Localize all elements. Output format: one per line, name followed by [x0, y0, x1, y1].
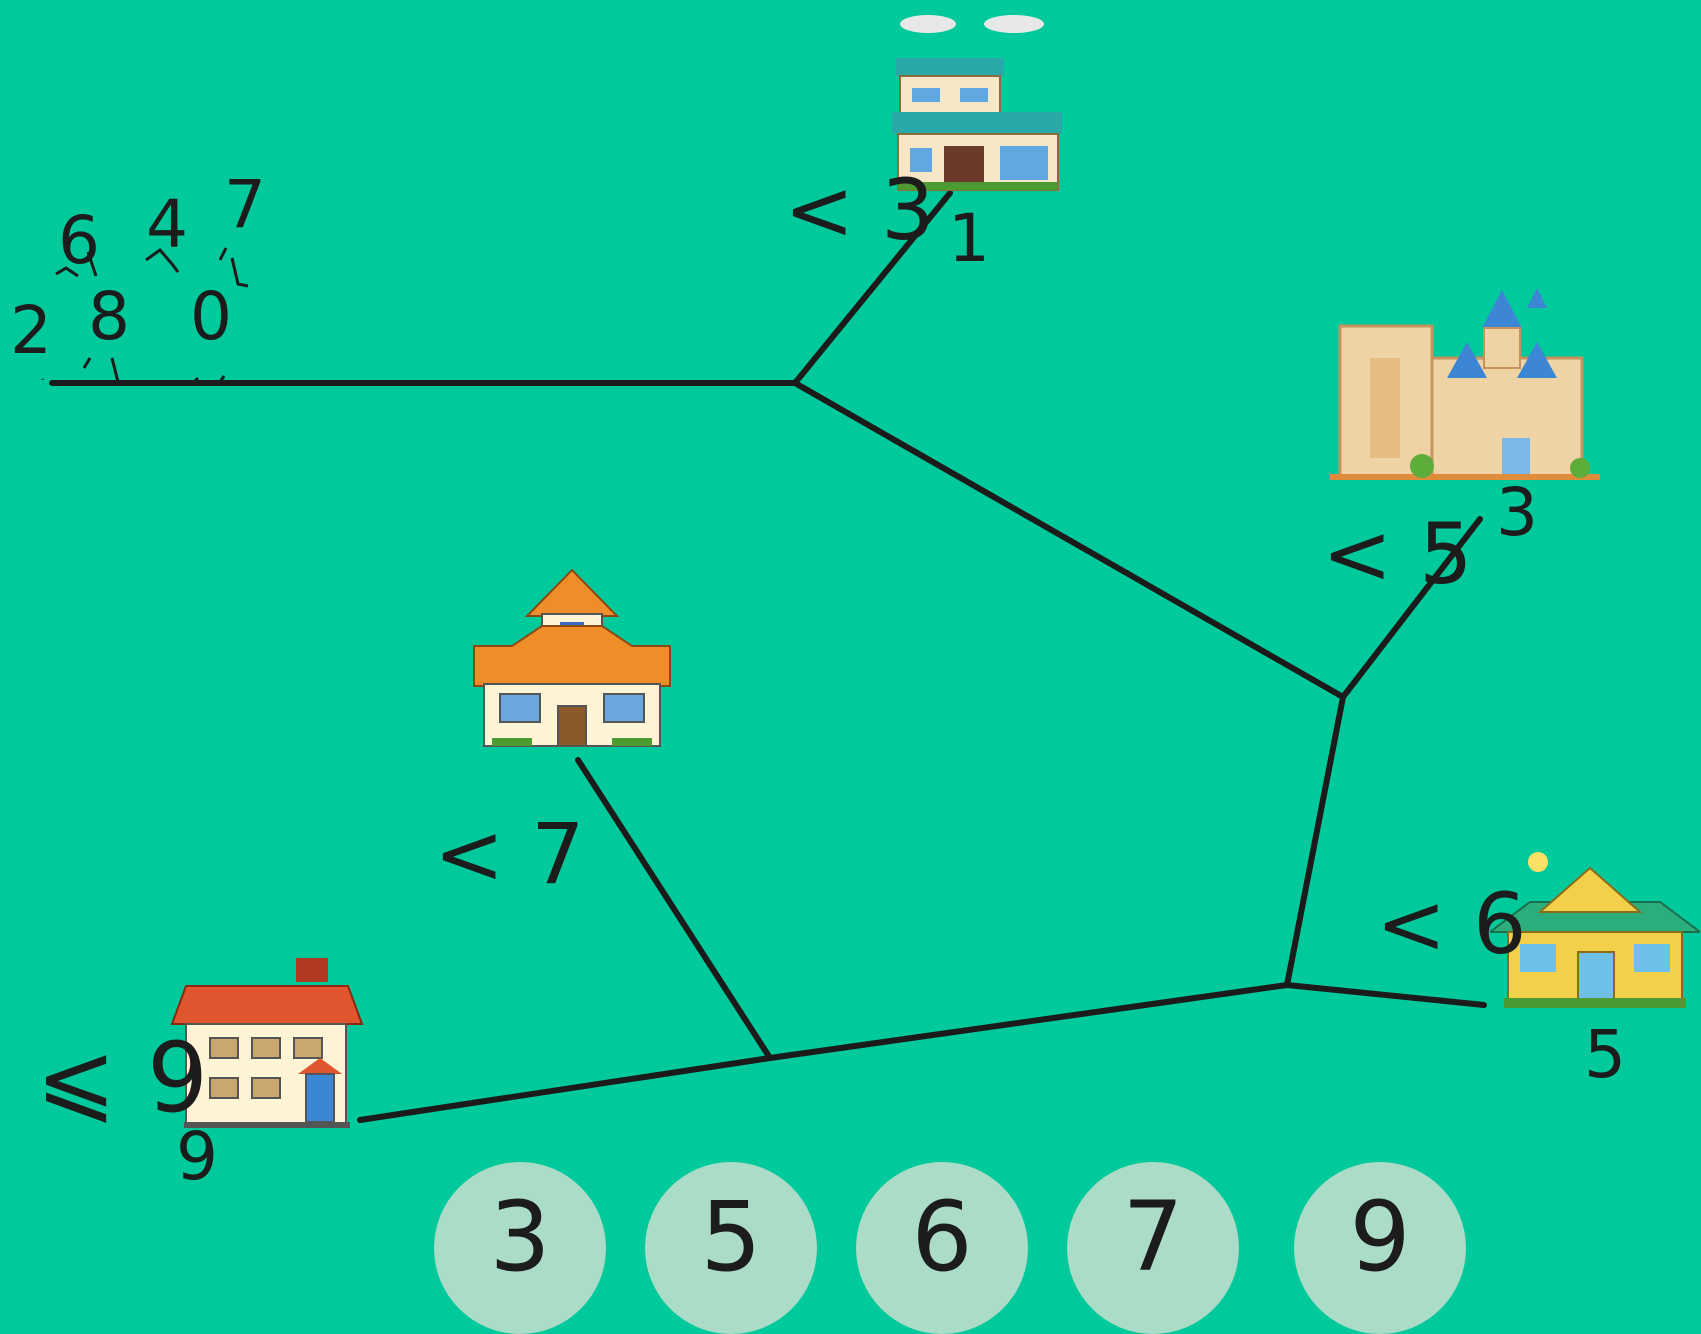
- road-down-right: [1287, 697, 1343, 985]
- resident-number[interactable]: 1: [948, 206, 990, 272]
- resident-number[interactable]: 9: [176, 1124, 218, 1190]
- road-bottom: [360, 985, 1287, 1120]
- choice-bubble-1[interactable]: 3: [434, 1162, 606, 1334]
- castle-icon[interactable]: [1322, 278, 1612, 483]
- game-board: 6 4 7 2 8 0 < 3 1 < 5: [0, 0, 1701, 1225]
- choice-bubble-4[interactable]: 7: [1067, 1162, 1239, 1334]
- choice-bubble-2[interactable]: 5: [645, 1162, 817, 1334]
- road-to-yellow-house: [1287, 985, 1484, 1005]
- choice-bubble-3[interactable]: 6: [856, 1162, 1028, 1334]
- road-to-schoolhouse: [578, 760, 770, 1058]
- condition-label: < 6: [1376, 882, 1527, 966]
- road-to-junction-right: [795, 383, 1343, 697]
- choice-bubble-5[interactable]: 9: [1294, 1162, 1466, 1334]
- schoolhouse-icon[interactable]: [472, 556, 672, 750]
- condition-label: ⩽ 9: [36, 1030, 208, 1126]
- condition-label: < 3: [784, 168, 935, 252]
- condition-label: < 7: [434, 812, 585, 896]
- waiting-number[interactable]: 7: [224, 172, 266, 238]
- condition-label: < 5: [1322, 512, 1473, 596]
- resident-number[interactable]: 3: [1496, 480, 1538, 546]
- number-legs: [0, 240, 280, 380]
- resident-number[interactable]: 5: [1584, 1022, 1626, 1088]
